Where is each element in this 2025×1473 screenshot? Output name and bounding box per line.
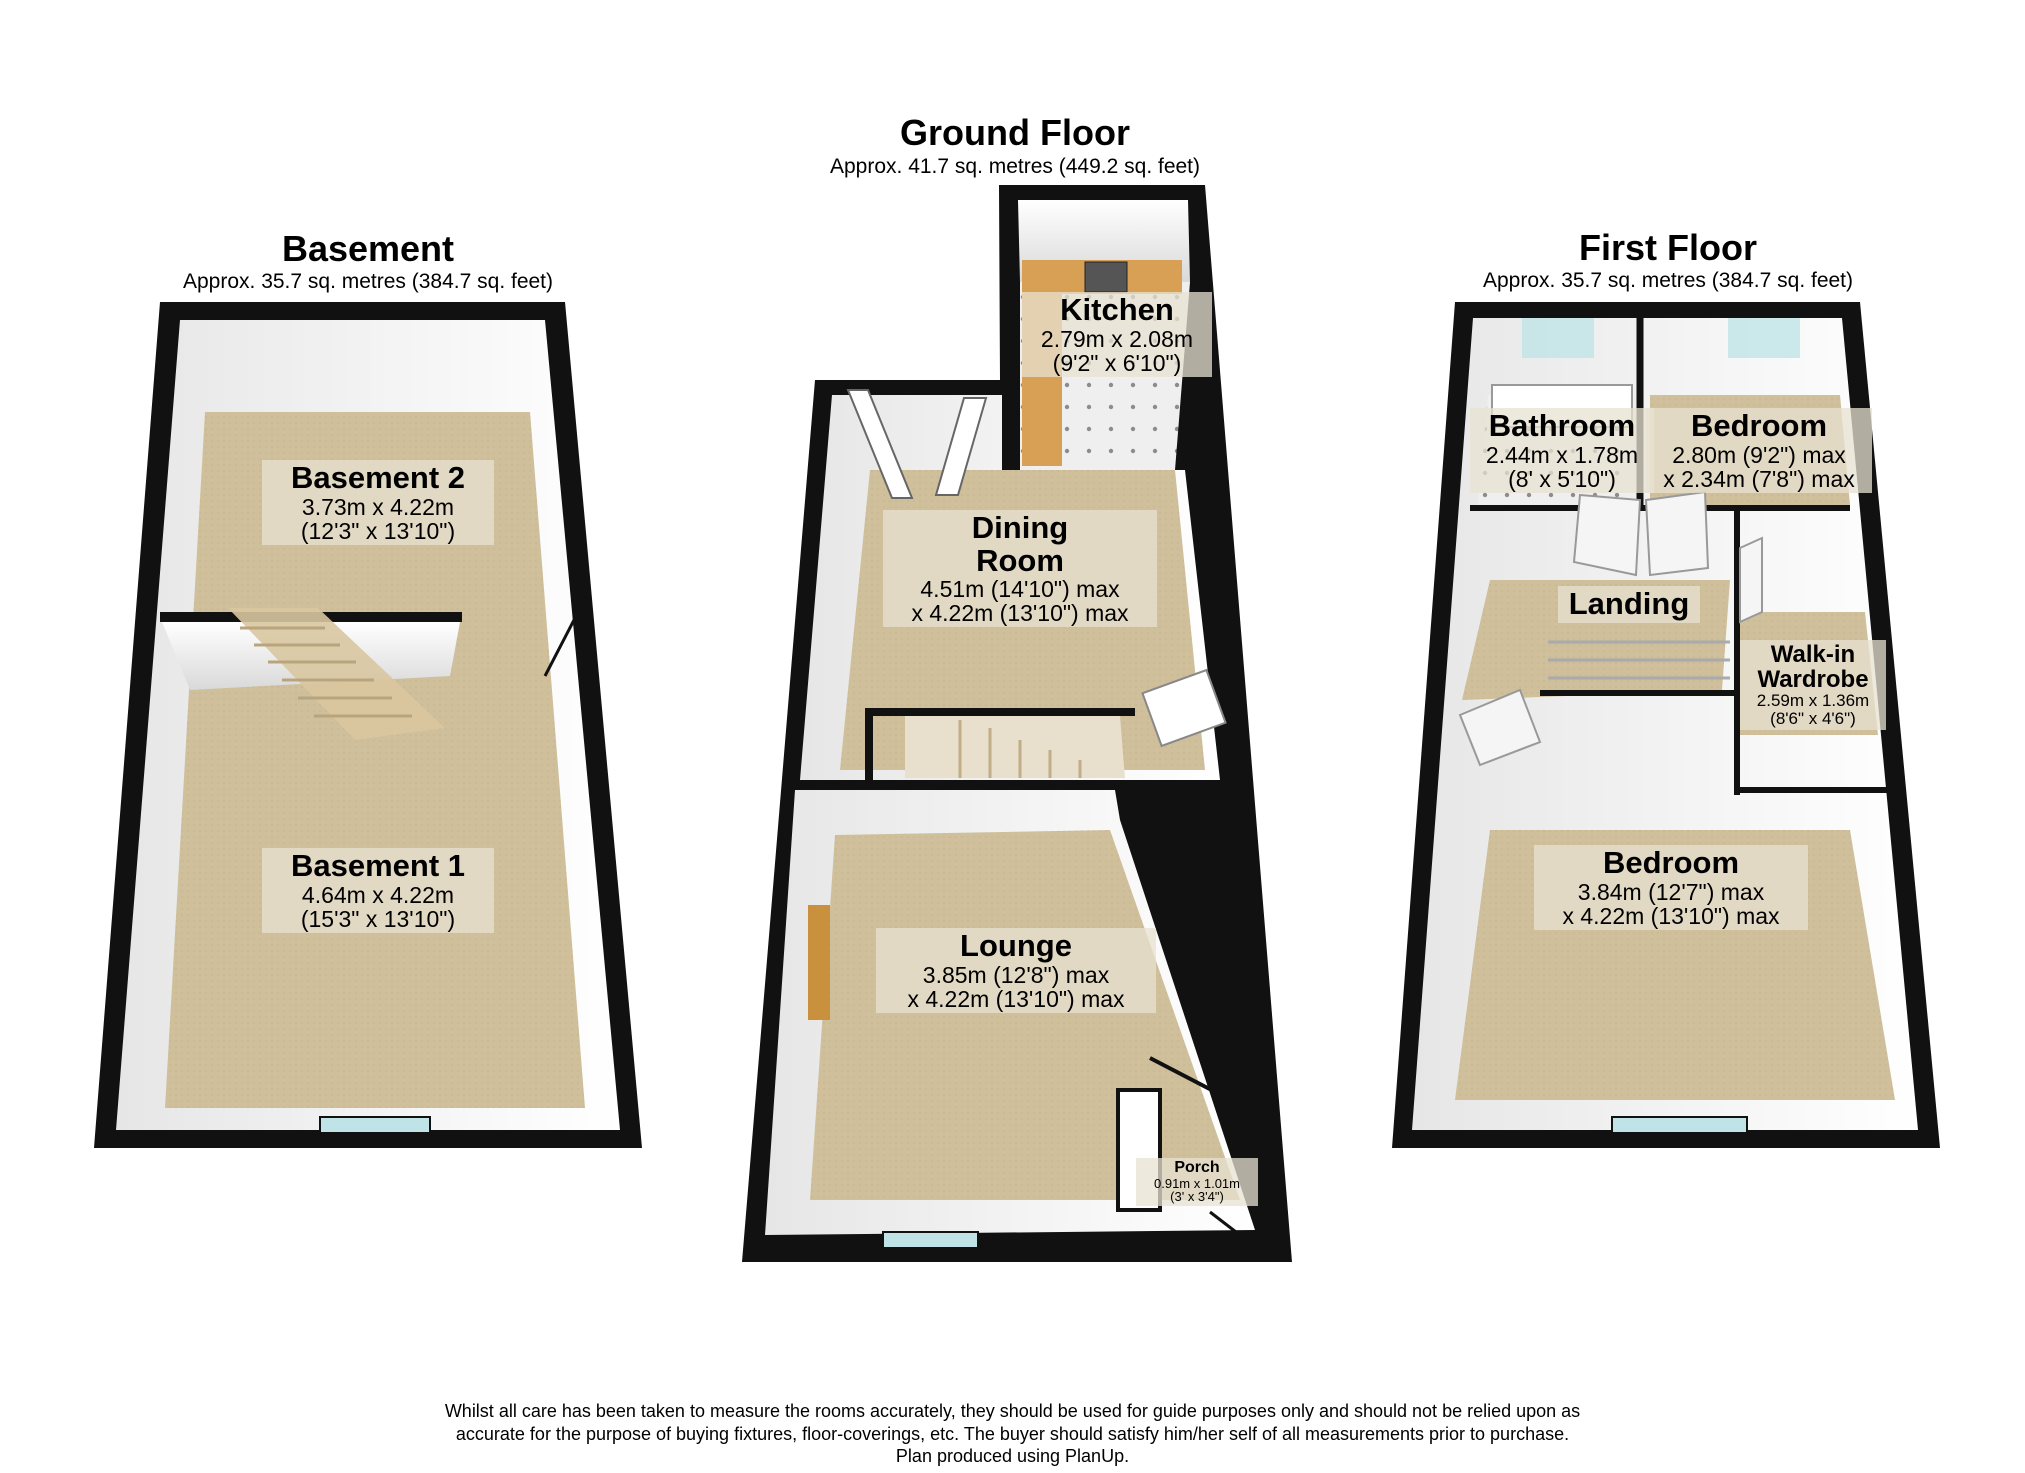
room-name: Landing bbox=[1568, 586, 1690, 621]
landing-bannister bbox=[1548, 640, 1730, 680]
first-floor-title: First Floor bbox=[1579, 227, 1757, 268]
basement-floor bbox=[165, 412, 585, 1108]
room-name-line1: Walk-in bbox=[1770, 641, 1856, 668]
room-dimension-line1: 2.80m (9'2") max bbox=[1672, 441, 1846, 468]
ground-floor-title: Ground Floor bbox=[900, 112, 1130, 153]
room-label-kitchen: Kitchen 2.79m x 2.08m (9'2" x 6'10") bbox=[1022, 292, 1212, 377]
room-dimension-imperial: (8' x 5'10") bbox=[1508, 465, 1616, 492]
basement-side-door bbox=[543, 619, 576, 677]
front-bedroom-window bbox=[1611, 1116, 1748, 1134]
room-dimension-metric: 4.64m x 4.22m bbox=[301, 881, 455, 908]
room-label-bedroom-rear: Bedroom 2.80m (9'2") max x 2.34m (7'8") … bbox=[1646, 408, 1872, 493]
basement-plan bbox=[94, 302, 642, 1148]
basement-area: Approx. 35.7 sq. metres (384.7 sq. feet) bbox=[182, 270, 554, 293]
disclaimer-line-1: Whilst all care has been taken to measur… bbox=[444, 1401, 1581, 1421]
room-label-landing: Landing bbox=[1558, 586, 1700, 623]
room-dimension-imperial: (12'3" x 13'10") bbox=[300, 517, 456, 544]
room-name: Bedroom bbox=[1602, 845, 1740, 880]
room-name: Bedroom bbox=[1690, 408, 1828, 443]
room-name-line2: Wardrobe bbox=[1757, 666, 1869, 694]
room-dimension-line1: 4.51m (14'10") max bbox=[920, 576, 1120, 603]
room-dimension-imperial: (9'2" x 6'10") bbox=[1052, 349, 1182, 376]
disclaimer-line-3: Plan produced using PlanUp. bbox=[895, 1446, 1130, 1466]
ground-floor-area: Approx. 41.7 sq. metres (449.2 sq. feet) bbox=[829, 155, 1201, 178]
room-label-lounge: Lounge 3.85m (12'8") max x 4.22m (13'10"… bbox=[876, 928, 1156, 1013]
room-label-porch: Porch 0.91m x 1.01m (3' x 3'4") bbox=[1136, 1158, 1258, 1207]
room-dimension-imperial: (3' x 3'4") bbox=[1170, 1189, 1224, 1205]
first-floor-area: Approx. 35.7 sq. metres (384.7 sq. feet) bbox=[1482, 269, 1854, 292]
room-label-bathroom: Bathroom 2.44m x 1.78m (8' x 5'10") bbox=[1470, 408, 1654, 493]
room-name: Kitchen bbox=[1060, 292, 1174, 327]
room-label-bedroom-front: Bedroom 3.84m (12'7") max x 4.22m (13'10… bbox=[1534, 845, 1808, 930]
room-dimension-metric: 3.73m x 4.22m bbox=[301, 493, 455, 520]
room-label-dining-room: Dining Room 4.51m (14'10") max x 4.22m (… bbox=[883, 510, 1157, 628]
basement-staircase bbox=[228, 608, 445, 740]
room-name: Basement 1 bbox=[290, 848, 466, 883]
room-dimension-line2: x 4.22m (13'10") max bbox=[907, 985, 1125, 1012]
lounge-window bbox=[882, 1231, 979, 1249]
room-dimension-line2: x 4.22m (13'10") max bbox=[911, 600, 1129, 627]
kitchen-hob bbox=[1084, 261, 1128, 293]
room-name-line1: Dining bbox=[971, 510, 1069, 545]
lounge-fireplace bbox=[808, 905, 830, 1020]
room-dimension-metric: 0.91m x 1.01m bbox=[1154, 1175, 1240, 1191]
bathroom-window bbox=[1522, 318, 1594, 358]
room-name-line2: Room bbox=[976, 542, 1064, 578]
porch-door bbox=[1149, 1056, 1251, 1112]
room-name: Lounge bbox=[960, 928, 1072, 963]
room-dimension-imperial: (8'6" x 4'6") bbox=[1770, 709, 1856, 729]
room-dimension-metric: 2.79m x 2.08m bbox=[1040, 325, 1194, 352]
basement-window bbox=[319, 1116, 431, 1134]
rear-bedroom-window bbox=[1728, 318, 1800, 358]
ground-staircase bbox=[905, 716, 1125, 778]
front-door bbox=[1209, 1210, 1263, 1254]
room-dimension-line1: 3.85m (12'8") max bbox=[922, 961, 1110, 988]
room-name: Bathroom bbox=[1488, 408, 1636, 443]
room-name: Porch bbox=[1174, 1159, 1220, 1176]
room-dimension-imperial: (15'3" x 13'10") bbox=[300, 905, 456, 932]
ground-side-door bbox=[1191, 780, 1229, 810]
room-dimension-line1: 3.84m (12'7") max bbox=[1577, 878, 1765, 905]
room-dimension-line2: x 2.34m (7'8") max bbox=[1663, 465, 1855, 492]
room-label-walk-in-wardrobe: Walk-in Wardrobe 2.59m x 1.36m (8'6" x 4… bbox=[1740, 640, 1886, 731]
room-dimension-line2: x 4.22m (13'10") max bbox=[1562, 902, 1780, 929]
room-dimension-metric: 2.59m x 1.36m bbox=[1756, 691, 1870, 711]
basement-title: Basement bbox=[281, 228, 455, 269]
room-name: Basement 2 bbox=[290, 460, 466, 495]
room-dimension-metric: 2.44m x 1.78m bbox=[1485, 441, 1639, 468]
ground-stair-wall bbox=[865, 708, 1135, 780]
room-label-basement-1: Basement 1 4.64m x 4.22m (15'3" x 13'10"… bbox=[262, 848, 494, 933]
disclaimer-line-2: accurate for the purpose of buying fixtu… bbox=[455, 1423, 1570, 1444]
ground-radiator bbox=[1141, 668, 1227, 748]
room-label-basement-2: Basement 2 3.73m x 4.22m (12'3" x 13'10"… bbox=[262, 460, 494, 545]
dining-french-doors bbox=[846, 389, 988, 499]
first-doors bbox=[1458, 490, 1763, 767]
ground-divider-wall bbox=[800, 780, 1115, 790]
disclaimer: Whilst all care has been taken to measur… bbox=[330, 1400, 1695, 1468]
